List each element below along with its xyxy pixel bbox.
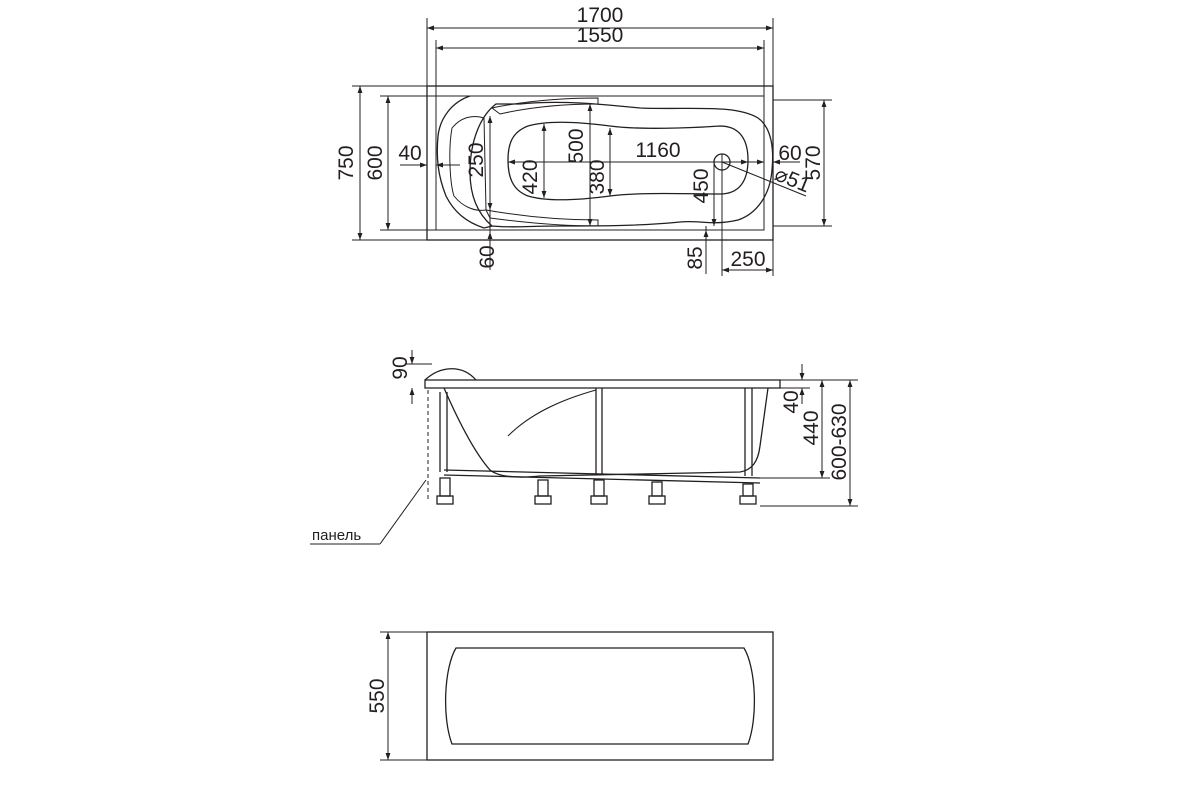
dim-drain-to-end: 250 xyxy=(730,248,765,271)
dim-inner-width: 600 xyxy=(364,145,387,180)
dim-bottom-width-head: 420 xyxy=(519,159,542,194)
side-view-feet xyxy=(436,477,757,505)
dim-headrest-height: 90 xyxy=(389,356,412,379)
dim-bottom-width-mid: 500 xyxy=(565,128,588,163)
top-view-armrest-bottom xyxy=(485,209,599,227)
dim-total-height: 600-630 xyxy=(828,403,851,480)
top-view-armrest-top xyxy=(490,97,599,115)
dim-foot-offset: 60 xyxy=(778,142,801,165)
dim-bottom-length: 1160 xyxy=(635,139,680,162)
dim-foot-width: 570 xyxy=(802,145,825,180)
panel-view: 550 xyxy=(366,631,774,761)
dim-headrest-width: 250 xyxy=(465,142,488,177)
top-view-bottom-outline xyxy=(507,121,749,201)
side-view-tub-body xyxy=(443,387,769,478)
side-view: панель 90 40 440 600-630 xyxy=(310,350,858,545)
dim-drain-position: 450 xyxy=(690,168,713,203)
side-view-headrest xyxy=(424,368,477,381)
top-view-bowl-outline xyxy=(436,95,774,229)
dim-head-gap: 60 xyxy=(476,245,499,268)
dim-depth: 440 xyxy=(800,410,823,445)
dim-drain-gap: 85 xyxy=(684,246,707,269)
dim-panel-height: 550 xyxy=(366,678,389,713)
panel-label: панель xyxy=(312,527,361,544)
dim-rim-thickness: 40 xyxy=(780,390,803,413)
dim-overall-width: 750 xyxy=(335,145,358,180)
top-view-headrest xyxy=(449,115,487,211)
top-view: 1700 1550 750 600 40 250 420 500 380 116… xyxy=(335,4,832,276)
front-panel-outline xyxy=(426,631,774,761)
dim-bottom-width-narrow: 380 xyxy=(586,159,609,194)
front-panel-inset xyxy=(444,647,756,745)
dim-headrest-offset: 40 xyxy=(398,142,421,165)
side-view-rim xyxy=(424,379,781,389)
dim-overall-length: 1700 xyxy=(577,4,624,27)
dim-inner-length: 1550 xyxy=(577,24,624,47)
side-view-inner-contour xyxy=(507,389,597,437)
